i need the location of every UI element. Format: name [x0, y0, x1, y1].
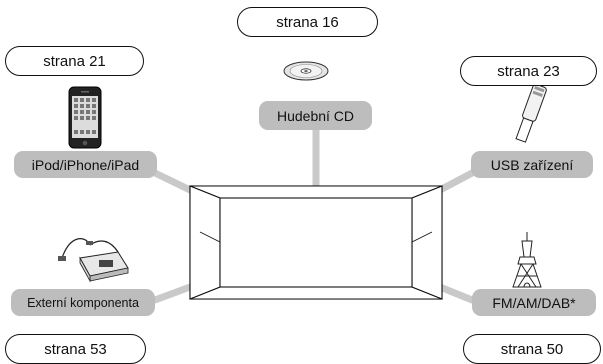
- connector-lines: [149, 126, 478, 304]
- page-ref-ipod: strana 21: [5, 46, 144, 76]
- connector-radio: [436, 283, 476, 304]
- cd-disc-icon: [283, 61, 329, 81]
- connector-external: [151, 283, 194, 304]
- connector-ipod: [149, 168, 194, 194]
- connector-usb: [436, 168, 478, 194]
- label-external-component: Externí komponenta: [11, 289, 155, 316]
- label-usb-device: USB zařízení: [471, 151, 593, 178]
- label-fm-am-dab: FM/AM/DAB*: [472, 289, 596, 316]
- label-ipod-iphone-ipad: iPod/iPhone/iPad: [14, 151, 157, 178]
- page-ref-radio: strana 50: [463, 334, 601, 364]
- iphone-icon: [68, 86, 102, 149]
- radio-tower-icon: [512, 232, 542, 288]
- label-music-cd: Hudební CD: [259, 101, 372, 130]
- external-device-cable-icon: [58, 238, 129, 283]
- main-unit: [189, 185, 443, 300]
- page-ref-usb: strana 23: [460, 56, 597, 86]
- usb-stick-icon: [515, 83, 547, 143]
- page-ref-cd: strana 16: [237, 7, 378, 37]
- page-ref-external: strana 53: [5, 334, 146, 364]
